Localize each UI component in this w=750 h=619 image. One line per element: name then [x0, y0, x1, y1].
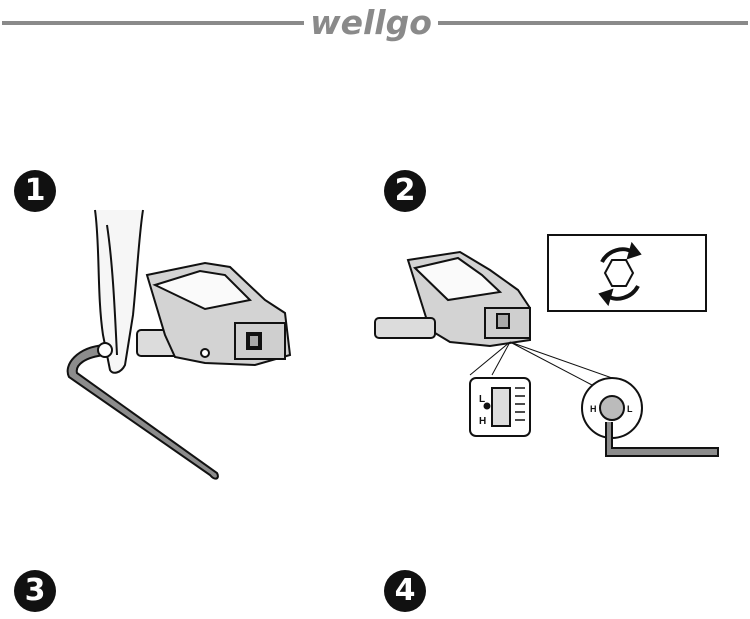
hex-key-icon	[605, 422, 719, 457]
crank-arm	[94, 209, 144, 374]
step-2-illustration: L H H L	[374, 234, 719, 457]
hex-key-icon	[66, 343, 219, 480]
bolt-label-left: H	[590, 404, 597, 414]
step-2-badge: 2	[384, 170, 426, 212]
step-1-illustration	[66, 209, 292, 480]
header-rule-left	[2, 21, 304, 25]
header-rule-right	[438, 21, 748, 25]
tension-label-high: H	[479, 416, 486, 427]
brand-logo: wellgo	[310, 3, 432, 42]
tension-label-low: L	[479, 394, 485, 405]
bolt-label-right: L	[627, 404, 633, 414]
step-1-badge: 1	[14, 170, 56, 212]
step-3-badge: 3	[14, 570, 56, 612]
pedal-spindle	[374, 317, 436, 339]
step-4-badge: 4	[384, 570, 426, 612]
brand-header: wellgo	[0, 0, 750, 50]
hex-bolt-icon	[603, 259, 635, 287]
